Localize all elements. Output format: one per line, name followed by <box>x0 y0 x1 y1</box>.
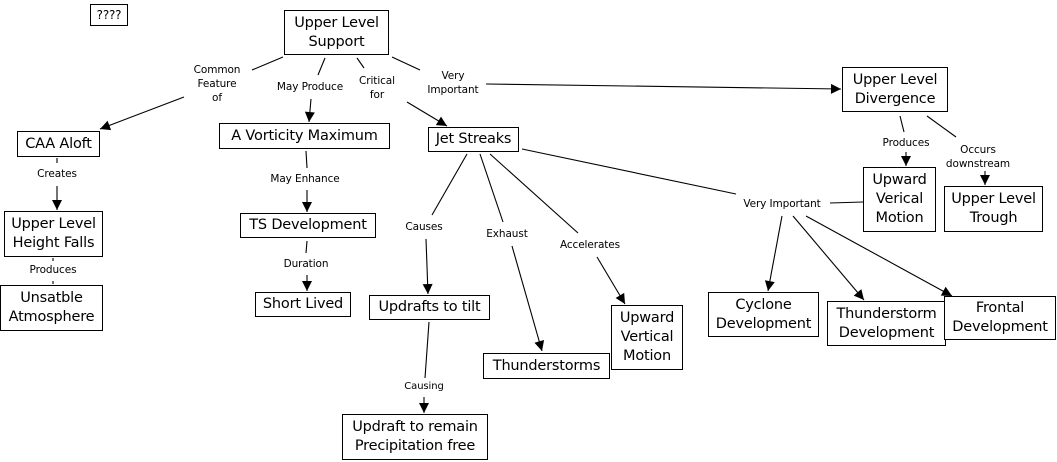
concept-upper-level-trough: Upper Level Trough <box>944 186 1043 232</box>
concept-updrafts-to-tilt: Updrafts to tilt <box>369 295 490 320</box>
concept-jet-streaks: Jet Streaks <box>428 127 519 152</box>
arrowhead-icon <box>853 289 864 300</box>
connector-jet-to-exhaust <box>479 153 504 223</box>
arrowhead-icon <box>302 202 312 212</box>
link-causes: Causes <box>405 221 443 233</box>
concept-caa-aloft: CAA Aloft <box>17 131 100 157</box>
connector-jet-to-causes <box>431 153 468 216</box>
concept-vorticity-maximum: A Vorticity Maximum <box>219 123 390 149</box>
connector-exhaust-to-thunderstorms <box>511 245 543 352</box>
concept-frontal-development: Frontal Development <box>944 296 1056 340</box>
arrowhead-icon <box>100 120 112 131</box>
link-creates: Creates <box>37 168 77 180</box>
concept-short-lived: Short Lived <box>255 292 351 317</box>
link-duration: Duration <box>283 258 329 270</box>
link-may-enhance: May Enhance <box>270 173 340 185</box>
connector-jet-to-very-important-right <box>521 148 737 195</box>
arrowhead-icon <box>534 340 545 351</box>
arrowhead-icon <box>302 281 312 291</box>
concept-upward-verical-motion: Upward Verical Motion <box>863 167 936 232</box>
arrowhead-icon <box>422 283 433 294</box>
connector-very-important-to-verical-motion <box>829 201 864 204</box>
concept-updraft-precipitation-free: Updraft to remain Precipitation free <box>342 414 488 460</box>
connector-ts-development-to-duration <box>305 240 308 254</box>
concept-unsatble-atmosphere: Unsatble Atmosphere <box>0 285 103 331</box>
concept-upward-vertical-motion: Upward Vertical Motion <box>611 305 683 370</box>
connector-divergence-to-occurs <box>926 115 957 138</box>
link-exhaust: Exhaust <box>486 228 528 240</box>
link-produces-left: Produces <box>29 264 77 276</box>
arrowhead-icon <box>419 403 429 413</box>
concept-thunderstorms: Thunderstorms <box>483 353 610 379</box>
concept-ts-development: TS Development <box>240 213 376 238</box>
link-very-important-right: Very Important <box>743 198 821 210</box>
connector-very-important-to-thunderstorm-dev <box>792 215 865 301</box>
link-common-feature-of: Common Feature of <box>193 64 241 104</box>
concept-thunderstorm-development: Thunderstorm Development <box>827 301 946 346</box>
connector-updrafts-to-causing <box>424 321 430 379</box>
connector-support-to-may-produce <box>317 57 326 76</box>
connector-support-to-very-important <box>391 56 421 71</box>
arrowhead-icon <box>52 200 62 210</box>
arrowhead-icon <box>435 116 447 126</box>
connector-support-to-critical-for <box>356 57 365 69</box>
arrowhead-icon <box>830 83 841 94</box>
concept-upper-level-height-falls: Upper Level Height Falls <box>4 211 103 257</box>
arrowhead-icon <box>764 280 775 291</box>
arrowhead-icon <box>615 292 625 304</box>
connector-vorticity-to-may-enhance <box>305 150 308 169</box>
concept-unknown: ???? <box>90 4 128 26</box>
link-occurs-downstream: Occurs downstream <box>945 144 1011 170</box>
concept-upper-level-support: Upper Level Support <box>284 10 389 55</box>
arrowhead-icon <box>304 111 315 122</box>
link-critical-for: Critical for <box>359 75 395 101</box>
arrowhead-icon <box>940 286 952 296</box>
link-causing: Causing <box>404 381 444 392</box>
connector-divergence-to-produces <box>899 115 905 133</box>
concept-cyclone-development: Cyclone Development <box>708 292 819 337</box>
connector-common-feature-to-caa-aloft <box>99 96 185 130</box>
link-very-important-top: Very Important <box>427 70 479 96</box>
arrowhead-icon <box>980 175 990 185</box>
link-produces-right: Produces <box>882 137 930 149</box>
connector-very-important-to-frontal <box>805 215 953 297</box>
connector-very-important-to-divergence <box>485 83 842 90</box>
connector-jet-to-accelerates <box>489 153 579 234</box>
link-accelerates: Accelerates <box>559 239 621 251</box>
link-may-produce: May Produce <box>276 81 344 93</box>
connector-support-to-common-feature <box>251 56 284 71</box>
connector-very-important-to-cyclone <box>767 215 783 292</box>
concept-upper-level-divergence: Upper Level Divergence <box>842 67 948 112</box>
arrowhead-icon <box>901 156 911 166</box>
